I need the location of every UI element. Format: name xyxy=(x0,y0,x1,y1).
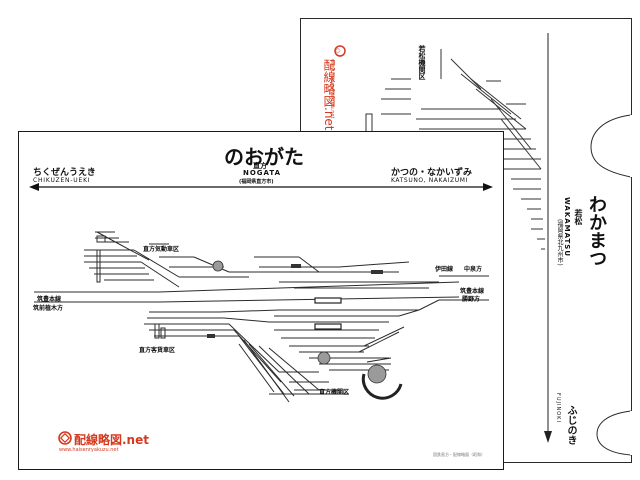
turntable-upper xyxy=(212,260,224,272)
back-yard-label: 若松機関区 xyxy=(418,45,426,80)
left-station-name: ちくぜんうえき xyxy=(33,168,96,178)
right-line-label-1a: 伊田線 xyxy=(435,266,454,273)
station-name: のおがた xyxy=(224,145,304,169)
front-card: のおがた 直方 NOGATA (福岡県直方市) ちくぜんうえき CHIKUZEN… xyxy=(18,131,504,470)
back-brand-url: www.haisenryakuzu.net xyxy=(329,59,335,119)
station-city: (福岡県直方市) xyxy=(239,179,274,185)
front-track-diagram xyxy=(29,183,493,445)
back-brand-name: 配線略図.net xyxy=(322,59,336,131)
turntable-middle xyxy=(317,351,331,365)
right-line-label-2a: 筑豊本線 xyxy=(460,288,485,295)
front-brand-logo xyxy=(58,431,72,445)
left-line-label-2: 筑前植木方 xyxy=(33,305,64,312)
back-station-name: わかまつ xyxy=(586,195,607,267)
left-line-label-1: 筑豊本線 xyxy=(37,296,62,303)
left-station-romaji: CHIKUZEN-UEKI xyxy=(33,177,91,184)
front-brand-url: www.haisenryakuzu.net xyxy=(59,447,119,453)
footer-note: 国鉄直方・配線略図（昭和） xyxy=(433,452,485,457)
svg-text:◇: ◇ xyxy=(334,48,342,54)
railcar-depot-label: 直方気動車区 xyxy=(143,246,180,253)
back-station-kanji: 若松 xyxy=(574,209,583,225)
right-line-label-1b: 中泉方 xyxy=(464,266,483,273)
roundhouse-turntable xyxy=(361,357,403,400)
back-next-station: ふじのき xyxy=(565,405,576,445)
back-next-station-romaji: FUJINOKI xyxy=(555,393,561,423)
right-station-romaji: KATSUNO, NAKAIZUMI xyxy=(391,177,468,184)
back-station-romaji: WAKAMATSU xyxy=(563,197,571,258)
loco-depot-label: 直方機関区 xyxy=(319,389,350,396)
right-station-name: かつの・なかいずみ xyxy=(391,168,473,178)
front-brand-name: 配線略図.net xyxy=(74,433,149,447)
right-line-label-2b: 勝野方 xyxy=(462,296,481,303)
freight-depot-label: 直方客貨車区 xyxy=(139,347,176,354)
station-kanji: 直方 xyxy=(253,162,267,170)
back-station-city: (福岡県北九州市) xyxy=(556,219,563,266)
station-romaji: NOGATA xyxy=(243,169,282,177)
